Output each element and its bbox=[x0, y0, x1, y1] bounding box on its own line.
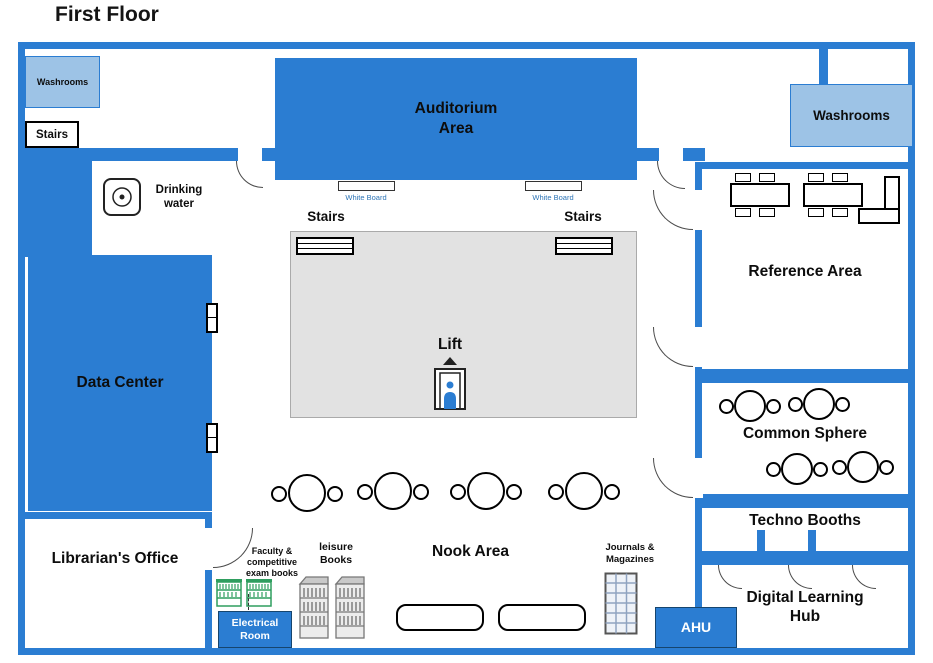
chair bbox=[735, 208, 751, 217]
washrooms-right-label: Washrooms bbox=[813, 108, 890, 123]
chair bbox=[832, 208, 848, 217]
ahu-label: AHU bbox=[680, 618, 712, 635]
round-table bbox=[548, 468, 620, 516]
librarians-office-label: Librarian's Office bbox=[51, 550, 179, 567]
sofa bbox=[396, 604, 484, 631]
chair bbox=[808, 173, 824, 182]
round-table bbox=[832, 447, 894, 489]
faculty-books-label: Faculty & competitive exam books bbox=[245, 546, 299, 578]
round-table bbox=[788, 384, 850, 426]
stairs-hall-right-label: Stairs bbox=[564, 209, 602, 224]
page-title: First Floor bbox=[55, 3, 159, 26]
leisure-bookshelf-icon bbox=[298, 574, 368, 640]
room-techno-booths bbox=[695, 501, 915, 558]
data-center-label: Data Center bbox=[76, 374, 164, 391]
reference-table bbox=[803, 183, 863, 207]
white-board-left-label: White Board bbox=[345, 193, 387, 202]
window-icon bbox=[206, 303, 218, 333]
digital-learning-hub-label: Digital Learning Hub bbox=[746, 589, 864, 625]
wall-left-block bbox=[18, 155, 92, 257]
stairs-hall-left-label: Stairs bbox=[307, 209, 345, 224]
room-auditorium: Auditorium Area bbox=[275, 58, 637, 180]
l-shaped-desk-foot bbox=[858, 208, 900, 224]
journals-label: Journals & Magazines bbox=[605, 542, 655, 565]
lift-icon bbox=[426, 355, 474, 413]
sofa bbox=[498, 604, 586, 631]
wall-top-right-b bbox=[683, 148, 705, 161]
common-sphere-label: Common Sphere bbox=[742, 425, 867, 442]
wall-top-right-a bbox=[637, 148, 659, 161]
white-board-left bbox=[338, 181, 395, 191]
lift-label: Lift bbox=[437, 336, 463, 353]
round-table bbox=[766, 449, 828, 491]
room-washrooms-left: Washrooms bbox=[25, 56, 100, 108]
stairs-treads-right bbox=[555, 237, 613, 255]
drinking-water-icon bbox=[102, 177, 142, 217]
door-gap-reference-1 bbox=[694, 190, 703, 230]
washrooms-left-label: Washrooms bbox=[36, 77, 89, 87]
leisure-books-label: leisure Books bbox=[319, 541, 353, 566]
chair bbox=[759, 208, 775, 217]
booth-divider bbox=[808, 530, 816, 554]
electrical-room-label: Electrical Room bbox=[231, 616, 279, 642]
round-table bbox=[357, 468, 429, 516]
wall-top-left-stub bbox=[262, 148, 278, 161]
round-table bbox=[719, 386, 781, 428]
chair bbox=[735, 173, 751, 182]
chair bbox=[759, 173, 775, 182]
white-board-right bbox=[525, 181, 582, 191]
reference-area-label: Reference Area bbox=[748, 263, 862, 280]
stairs-top-left-box: Stairs bbox=[25, 121, 79, 148]
door-gap-reference-2 bbox=[694, 327, 703, 367]
faculty-shelf-icon bbox=[216, 576, 274, 608]
room-librarians-office bbox=[18, 512, 212, 655]
window-icon bbox=[206, 423, 218, 453]
journals-rack-icon bbox=[604, 572, 638, 636]
room-washrooms-right: Washrooms bbox=[790, 84, 913, 147]
drinking-water-label: Drinking water bbox=[155, 184, 203, 211]
wall-top-right-stub bbox=[819, 49, 828, 86]
stairs-treads-left bbox=[296, 237, 354, 255]
door-gap-common-sphere bbox=[694, 458, 703, 498]
room-data-center: Data Center bbox=[28, 255, 212, 511]
chair bbox=[808, 208, 824, 217]
booth-divider bbox=[757, 530, 765, 554]
round-table bbox=[271, 470, 343, 518]
reference-table bbox=[730, 183, 790, 207]
chair bbox=[832, 173, 848, 182]
round-table bbox=[450, 468, 522, 516]
room-electrical: Electrical Room bbox=[218, 611, 292, 648]
dashed-connector bbox=[248, 594, 249, 610]
auditorium-label: Auditorium Area bbox=[414, 99, 498, 137]
white-board-right-label: White Board bbox=[532, 193, 574, 202]
room-ahu: AHU bbox=[655, 607, 737, 648]
door-gap-librarian bbox=[204, 528, 213, 570]
stairs-top-left-label: Stairs bbox=[36, 128, 68, 141]
nook-area-label: Nook Area bbox=[432, 543, 509, 560]
techno-booths-label: Techno Booths bbox=[749, 512, 861, 529]
